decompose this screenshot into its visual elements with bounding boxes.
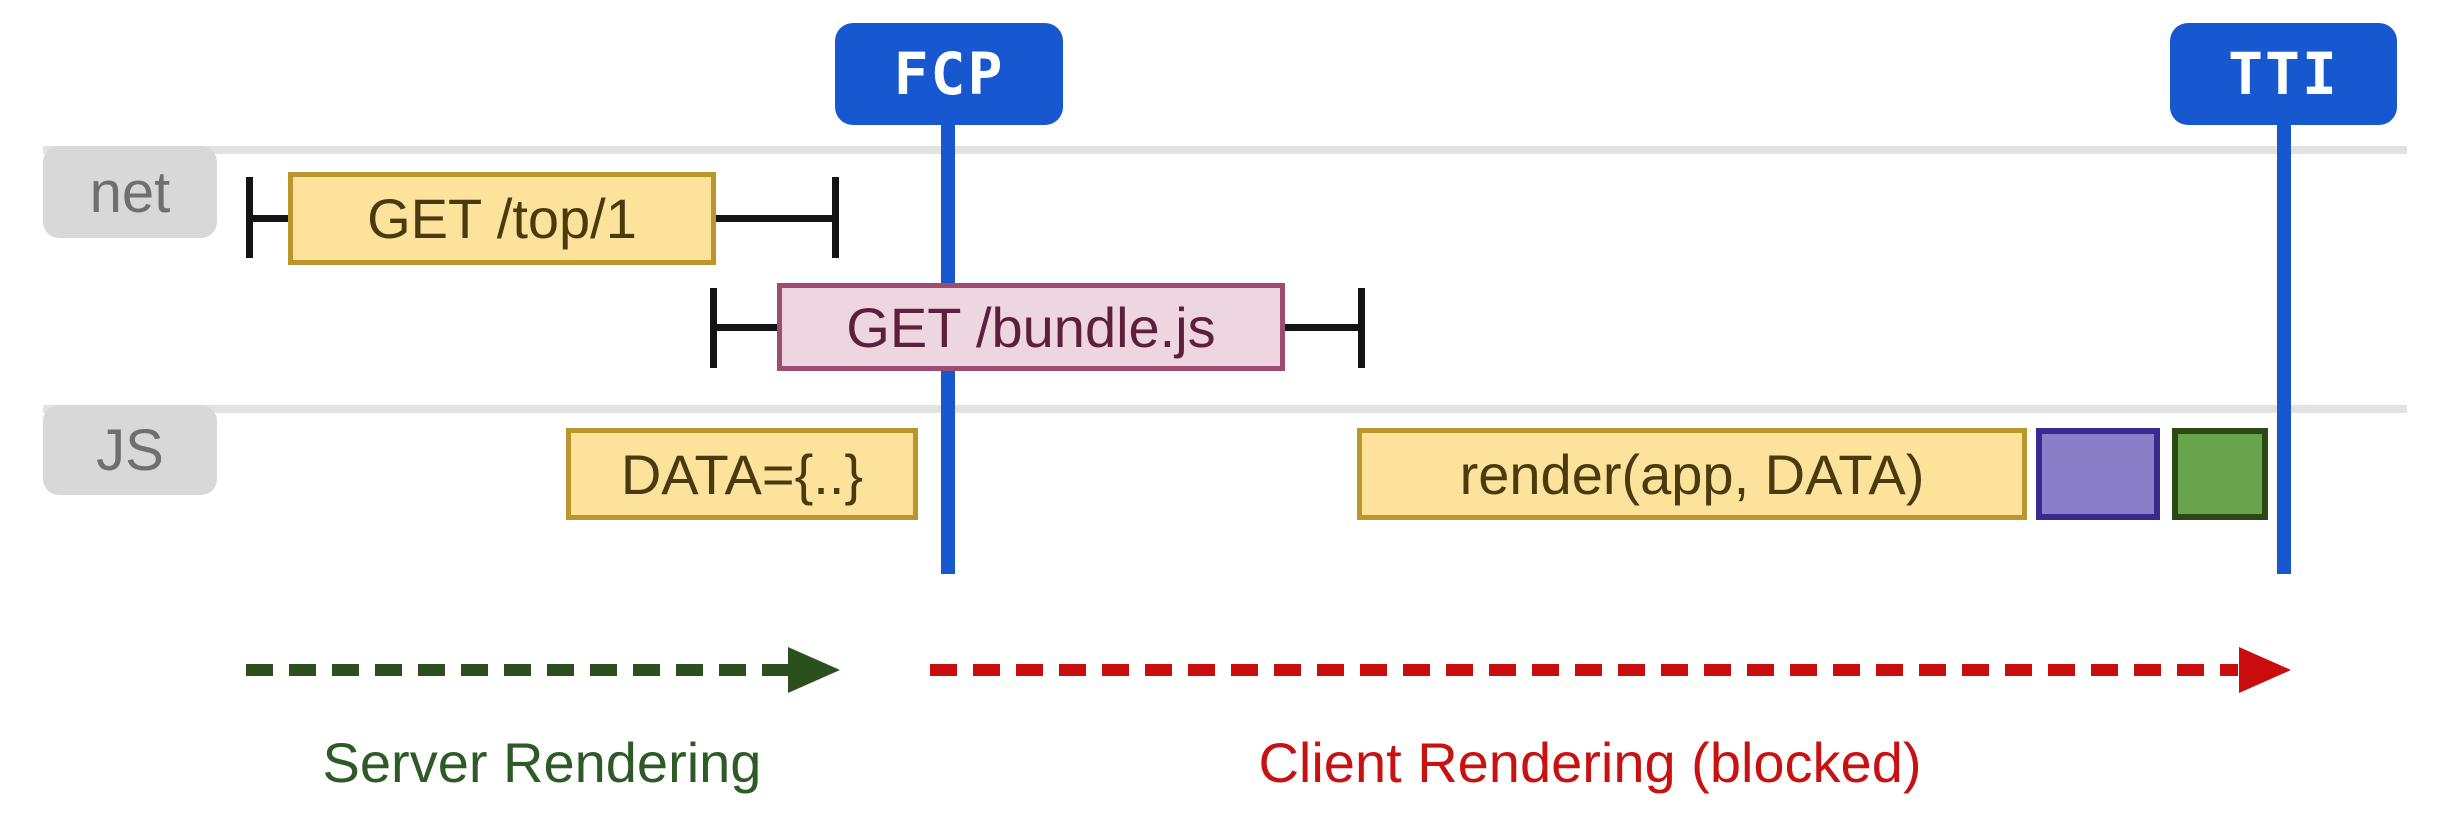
- request-top1-end-whisker: [716, 215, 832, 222]
- client-rendering-arrow-dashes: [930, 664, 2238, 676]
- request-top1-start-tick: [246, 177, 253, 258]
- tti-marker-line: [2277, 122, 2291, 574]
- js-track-label: JS: [43, 405, 217, 495]
- js-task-box-render: render(app, DATA): [1357, 428, 2027, 520]
- fcp-badge: FCP: [835, 23, 1063, 125]
- net-track-line: [43, 146, 2407, 154]
- js-task-purple-block: [2036, 428, 2160, 520]
- request-bundle-end-whisker: [1285, 324, 1358, 331]
- net-track-label: net: [43, 146, 217, 238]
- request-box-get-bundle-js: GET /bundle.js: [777, 283, 1285, 371]
- request-bundle-end-tick: [1358, 288, 1365, 368]
- request-bundle-start-tick: [710, 288, 717, 368]
- request-top1-start-whisker: [253, 215, 288, 222]
- server-rendering-arrow-dashes: [246, 664, 788, 676]
- client-rendering-arrowhead-icon: [2239, 647, 2291, 693]
- server-rendering-phase-label: Server Rendering: [322, 730, 762, 794]
- js-task-box-data: DATA={..}: [566, 428, 918, 520]
- server-rendering-arrowhead-icon: [788, 647, 840, 693]
- client-rendering-phase-label: Client Rendering (blocked): [1258, 730, 1922, 794]
- tti-badge: TTI: [2170, 23, 2397, 125]
- request-box-get-top1: GET /top/1: [288, 172, 716, 265]
- js-task-green-block: [2172, 428, 2268, 520]
- request-top1-end-tick: [832, 177, 839, 258]
- request-bundle-start-whisker: [717, 324, 777, 331]
- js-track-line: [43, 405, 2407, 413]
